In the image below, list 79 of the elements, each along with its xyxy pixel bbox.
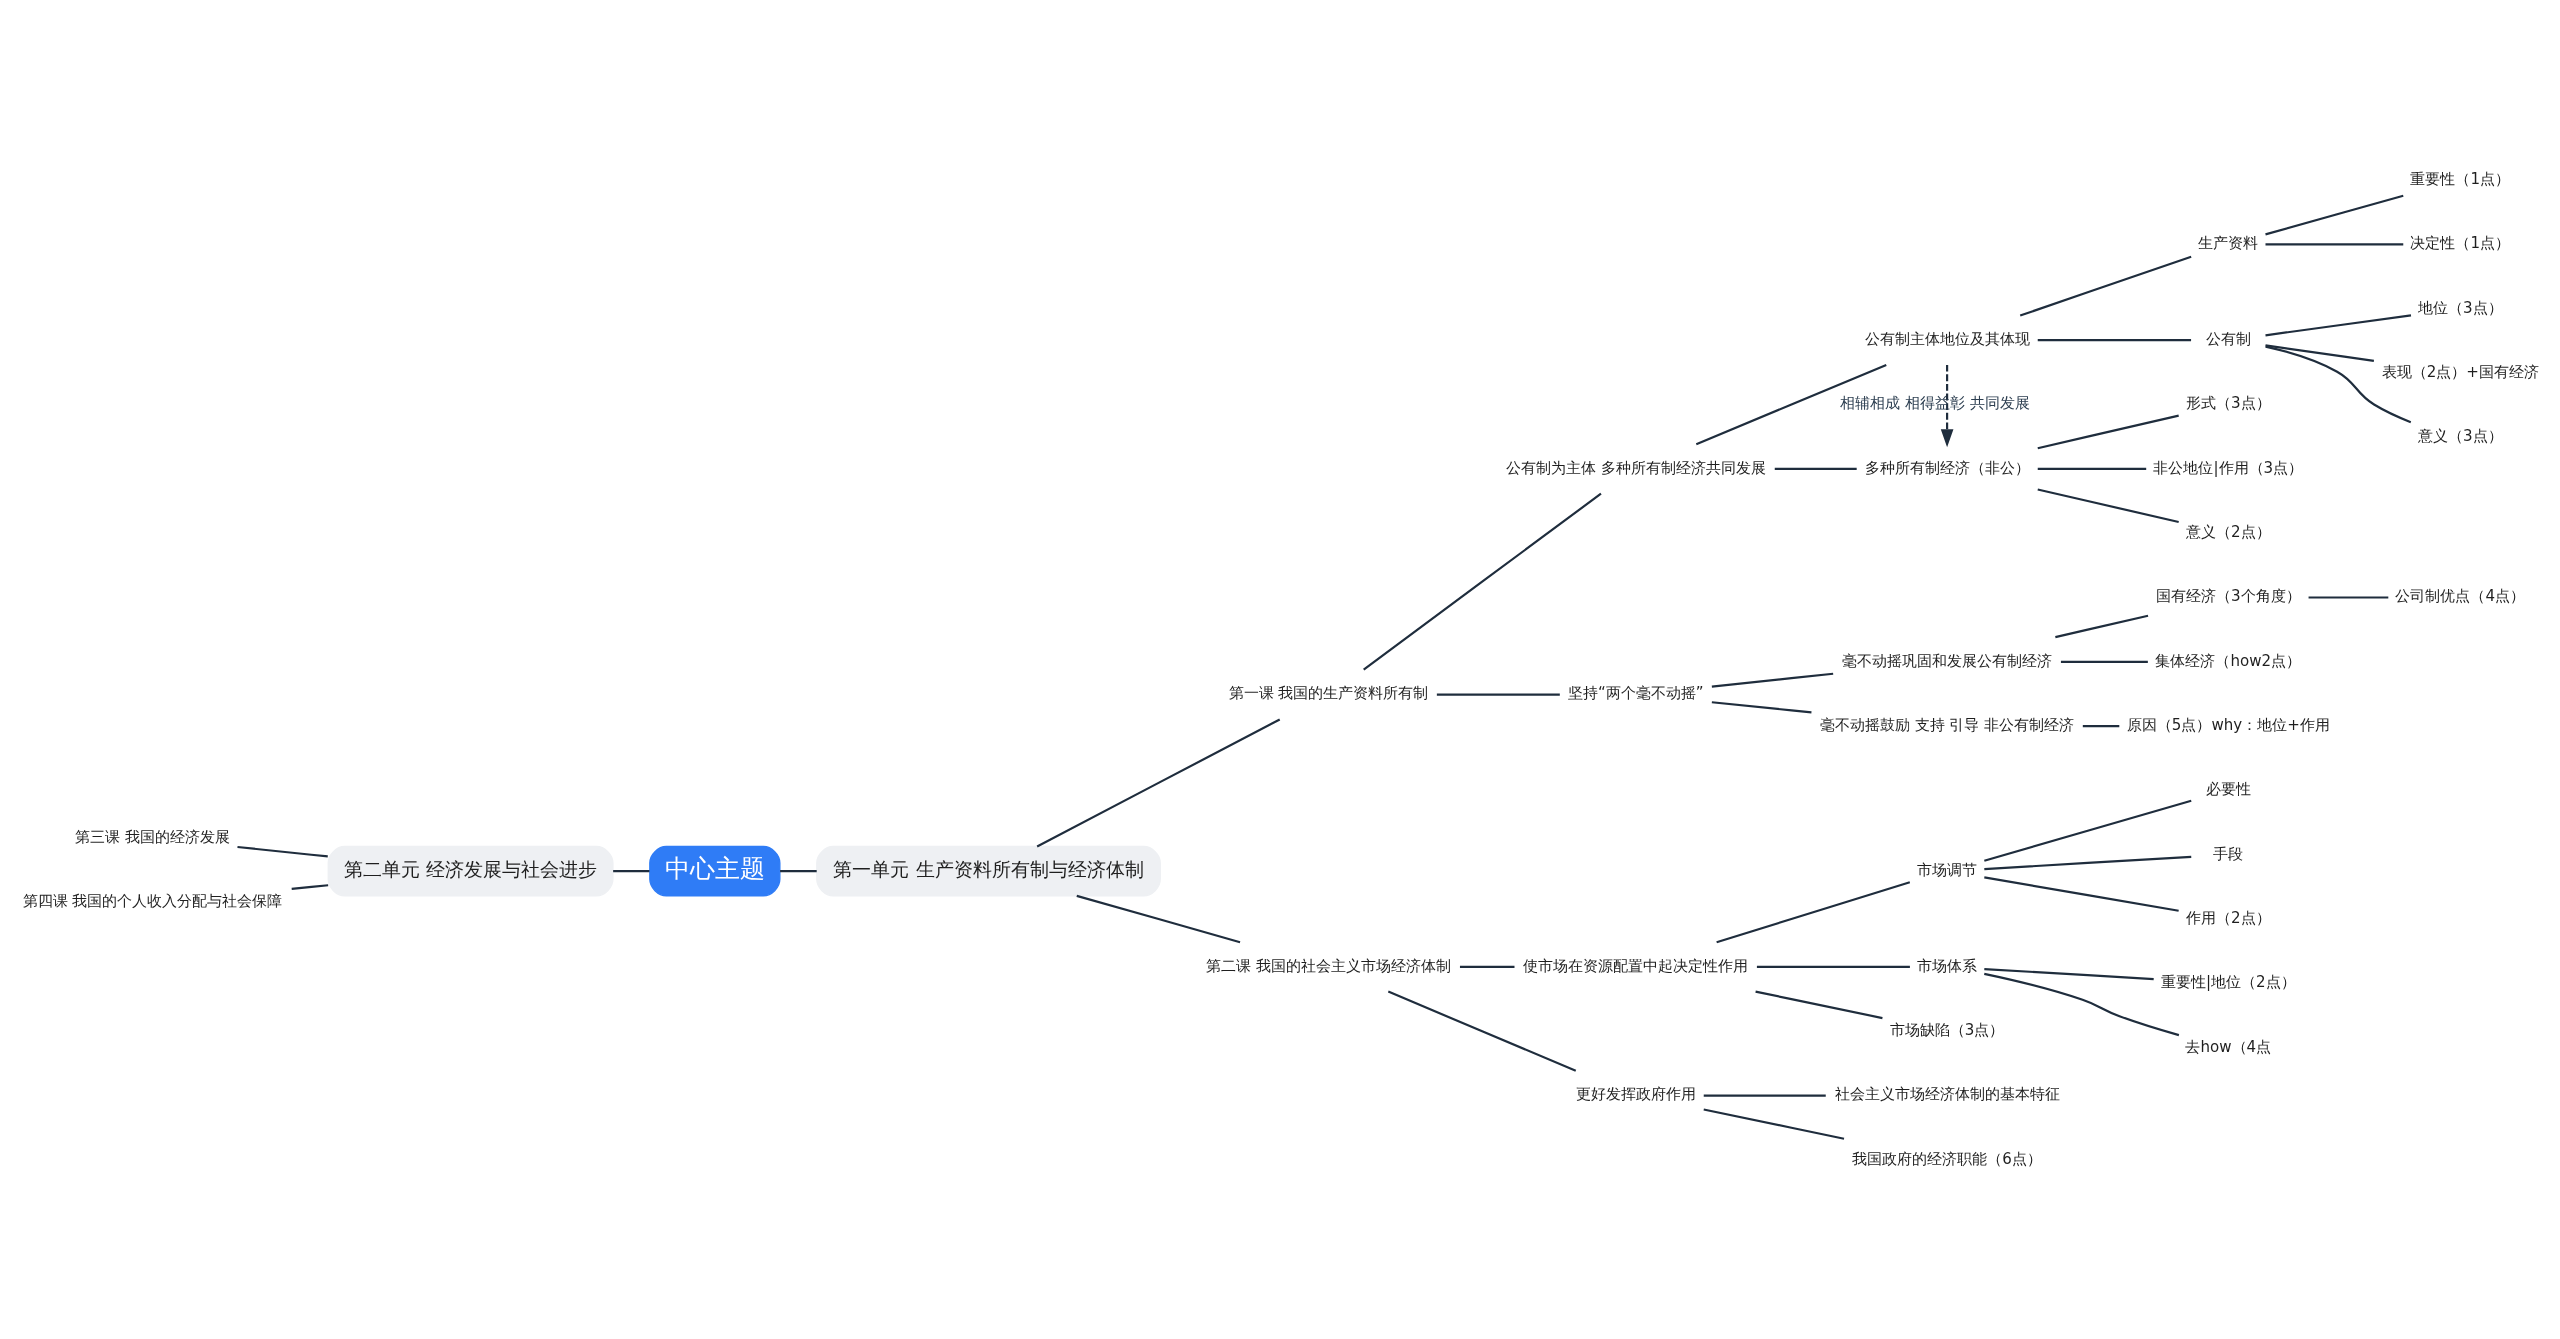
- connector: [1436, 693, 1560, 696]
- connector: [2265, 313, 2412, 336]
- connector: [1716, 880, 1911, 943]
- connector: [780, 869, 817, 872]
- connector: [1755, 990, 1883, 1019]
- node-text: 使市场在资源配置中起决定性作用: [1523, 956, 1749, 975]
- connector: [1984, 967, 2154, 980]
- connector: [1076, 894, 1241, 943]
- node-text: 公有制为主体 多种所有制经济共同发展: [1505, 458, 1766, 477]
- node-box: 第二单元 经济发展与社会进步: [327, 845, 614, 896]
- connector: [2019, 255, 2192, 317]
- node-text: 市场缺陷（3点）: [1889, 1020, 2005, 1039]
- connector: [2082, 724, 2120, 727]
- node-text: 作用（2点）: [2186, 908, 2271, 927]
- node-text: 意义（3点）: [2417, 426, 2503, 445]
- node-text: 公司制优点（4点）: [2395, 586, 2526, 605]
- node-text: 更好发挥政府作用: [1575, 1084, 1696, 1103]
- node-text: 意义（2点）: [2186, 522, 2271, 541]
- node-text: 市场调节: [1917, 860, 1978, 879]
- node-text: 集体经济（how2点）: [2155, 651, 2302, 670]
- connector: [2265, 345, 2412, 423]
- connector: [1756, 965, 1910, 968]
- connector: [1695, 363, 1887, 445]
- connector: [1774, 467, 1857, 470]
- node-text: 毫不动摇巩固和发展公有制经济: [1842, 651, 2053, 670]
- connector: [291, 883, 329, 890]
- node-text: 公有制: [2205, 329, 2251, 348]
- connector: [2037, 414, 2179, 449]
- connector: [2037, 338, 2192, 341]
- node-text: 第二课 我国的社会主义市场经济体制: [1206, 956, 1451, 975]
- arrow: [1940, 364, 1954, 447]
- connector: [2037, 467, 2147, 470]
- connector: [2265, 194, 2404, 235]
- connector: [1703, 1094, 1826, 1097]
- connector: [2265, 343, 2375, 362]
- node-text: 市场体系: [1917, 956, 1978, 975]
- connector: [2265, 242, 2404, 245]
- edge-label: 相辅相成 相得益彰 共同发展: [1840, 393, 2030, 412]
- connector: [1984, 799, 2192, 862]
- connector: [1711, 700, 1812, 713]
- node-text: 生产资料: [2198, 233, 2259, 252]
- connector: [1984, 972, 2180, 1036]
- node-text: 表现（2点）+国有经济: [2381, 362, 2539, 381]
- connector: [2055, 614, 2149, 638]
- node-text: 非公地位|作用（3点）: [2153, 458, 2304, 477]
- node-text: 重要性|地位（2点）: [2160, 972, 2296, 991]
- node-text: 我国政府的经济职能（6点）: [1852, 1149, 2042, 1168]
- node-text: 原因（5点）why：地位+作用: [2126, 715, 2330, 734]
- connector: [2308, 595, 2389, 599]
- node-text: 必要性: [2205, 779, 2251, 798]
- node-text: 多种所有制经济（非公）: [1864, 458, 2030, 477]
- node-text: 社会主义市场经济体制的基本特征: [1834, 1084, 2060, 1103]
- node-text: 第三课 我国的经济发展: [75, 827, 230, 846]
- node-text: 公有制主体地位及其体现: [1864, 329, 2030, 348]
- connector: [1984, 855, 2192, 870]
- node-box: 第一单元 生产资料所有制与经济体制: [816, 845, 1161, 896]
- node-text: 重要性（1点）: [2410, 169, 2511, 188]
- connector: [2037, 487, 2179, 523]
- node-text: 国有经济（3个角度）: [2156, 586, 2301, 605]
- node-text: 地位（3点）: [2417, 298, 2503, 317]
- connector: [2060, 660, 2148, 663]
- connector: [1984, 875, 2179, 912]
- node-text: 决定性（1点）: [2410, 233, 2511, 252]
- node-text: 毫不动摇鼓励 支持 引导 非公有制经济: [1819, 715, 2075, 734]
- connector: [613, 869, 650, 872]
- node-text: 坚持“两个毫不动摇”: [1567, 683, 1704, 702]
- node-text: 第一课 我国的生产资料所有制: [1228, 683, 1429, 702]
- connector: [1459, 965, 1515, 968]
- connector: [1387, 990, 1577, 1072]
- node-text: 手段: [2213, 844, 2244, 863]
- connector: [1036, 718, 1281, 847]
- node-text: 去how（4点: [2185, 1037, 2272, 1056]
- connector: [1703, 1107, 1845, 1140]
- node-text: 第四课 我国的个人收入分配与社会保障: [22, 891, 283, 910]
- connector: [237, 845, 328, 857]
- connector: [1711, 672, 1834, 688]
- node-box: 中心主题: [649, 845, 781, 896]
- node-text: 形式（3点）: [2186, 393, 2271, 412]
- connector: [1363, 492, 1602, 670]
